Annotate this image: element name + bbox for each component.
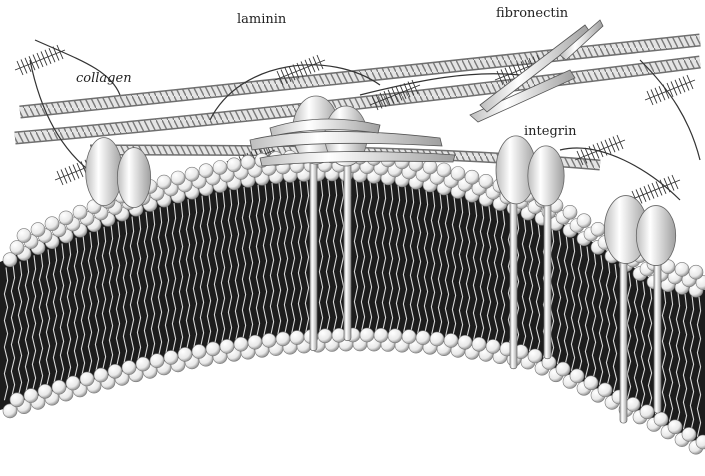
lipid-head [563,205,577,219]
lipid-head [374,328,388,342]
lipid-head [164,351,178,365]
lipid-head [136,357,150,371]
lipid-head [234,337,248,351]
lipid-head [458,335,472,349]
lipid-head [108,364,122,378]
lipid-head [248,335,262,349]
lipid-head [185,167,199,181]
lipid-head [570,369,584,383]
lipid-head [192,345,206,359]
lipid-head [276,332,290,346]
lipid-head [122,361,136,375]
lipid-head [486,340,500,354]
lipid-head [423,160,437,174]
lipid-head [171,171,185,185]
lipid-head [262,333,276,347]
label-laminin: laminin [237,12,286,27]
lipid-head [437,163,451,177]
lipid-head [38,384,52,398]
lipid-head [66,376,80,390]
lipid-head [206,342,220,356]
label-fibronectin: fibronectin [496,6,568,21]
lipid-head [591,222,605,236]
lipid-head [675,262,689,276]
lipid-head [416,331,430,345]
lipid-head [402,330,416,344]
lipid-head [59,211,73,225]
lipid-head [472,337,486,351]
lipid-head [388,329,402,343]
label-collagen: collagen [76,71,132,86]
lipid-head [31,223,45,237]
lipid-head [150,354,164,368]
lipid-head [24,389,38,403]
lipid-head [444,334,458,348]
lipid-head [10,393,24,407]
lipid-head [479,174,493,188]
lipid-head [360,328,374,342]
lipid-head [556,362,570,376]
lipid-head [451,167,465,181]
lipid-head [220,339,234,353]
lipid-head [654,412,668,426]
lipid-head [80,372,94,386]
lipid-head [528,349,542,363]
lipid-head [52,380,66,394]
lipid-head [17,229,31,243]
lipid-head [465,170,479,184]
lipid-head [178,347,192,361]
label-integrin: integrin [524,124,577,139]
lipid-head [157,175,171,189]
lipid-head [227,158,241,172]
lipid-head [640,405,654,419]
lipid-head [598,383,612,397]
lipid-head [689,265,703,279]
lipid-head [577,214,591,228]
lipid-head [682,427,696,441]
lipid-head [668,420,682,434]
lipid-head [430,332,444,346]
lipid-head [10,241,24,255]
lipid-head [199,164,213,178]
laminin-molecule [250,119,455,166]
lipid-head [213,161,227,175]
lipid-head [318,329,332,343]
lipid-head [241,155,255,169]
proteoglycan-brush [645,75,695,105]
lipid-head [626,397,640,411]
lipid-head [45,217,59,231]
lipid-head [3,253,17,267]
lipid-head [73,205,87,219]
lipid-head [94,368,108,382]
lipid-head [584,376,598,390]
lipid-head [290,331,304,345]
